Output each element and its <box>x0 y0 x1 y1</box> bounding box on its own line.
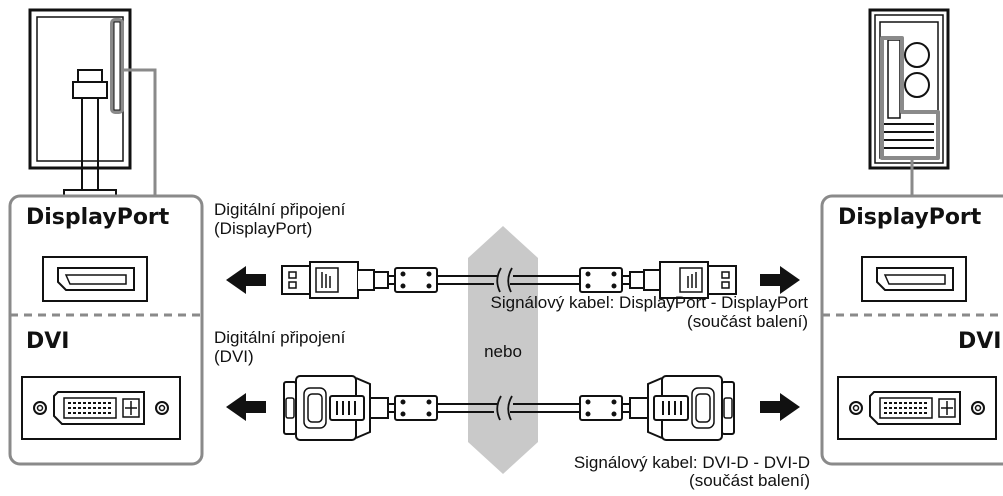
dp-connection-label-line2: (DisplayPort) <box>214 219 313 238</box>
right-port-title-dvi: DVI <box>958 329 1002 354</box>
left-port-title-displayport: DisplayPort <box>26 205 170 230</box>
dvi-connection-label-line1: Digitální připojení <box>214 328 346 347</box>
dvi-cable-icon <box>283 375 735 441</box>
left-port-title-dvi: DVI <box>26 329 70 354</box>
dp-cable-label-line1: Signálový kabel: DisplayPort - DisplayPo… <box>490 293 808 312</box>
left-displayport-socket <box>42 256 148 302</box>
right-dvi-socket <box>837 376 997 440</box>
right-displayport-socket <box>861 256 967 302</box>
arrow-left-icon <box>226 266 266 421</box>
right-port-title-displayport: DisplayPort <box>838 205 982 230</box>
left-dvi-socket <box>21 376 181 440</box>
dvi-cable-label-line1: Signálový kabel: DVI-D - DVI-D <box>573 453 810 472</box>
displayport-cable-icon <box>281 261 737 299</box>
monitor-icon <box>28 8 132 197</box>
pc-highlight <box>880 36 940 160</box>
separator-label: nebo <box>484 342 522 361</box>
arrow-right-icon <box>760 266 800 421</box>
dvi-connection-label-line2: (DVI) <box>214 347 254 366</box>
dp-cable-label-line2: (součást balení) <box>687 312 808 331</box>
dvi-cable-label-line2: (součást balení) <box>689 471 810 490</box>
monitor-callout-line <box>122 68 157 196</box>
dp-connection-label-line1: Digitální připojení <box>214 200 346 219</box>
